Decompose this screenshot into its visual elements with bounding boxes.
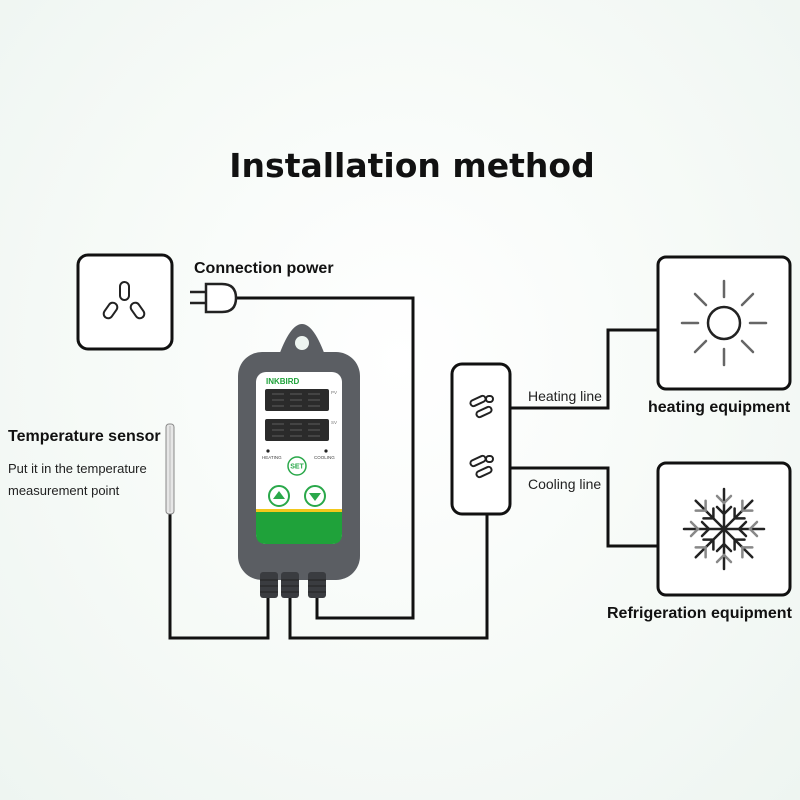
cooling-socket-icon xyxy=(469,454,494,479)
green-accent xyxy=(256,512,342,544)
power-cord-line xyxy=(236,296,415,620)
display-upper-unit: PV xyxy=(331,390,337,395)
temperature-controller: INKBIRD PV SV HEATING COOLING SET xyxy=(238,324,360,598)
heating-indicator-led xyxy=(266,449,270,453)
up-arrow-icon xyxy=(273,491,285,499)
up-button[interactable] xyxy=(268,485,290,507)
temperature-probe xyxy=(165,423,175,515)
connection-power-label: Connection power xyxy=(194,260,334,277)
wiring xyxy=(168,296,658,640)
brand-label: INKBIRD xyxy=(266,377,300,386)
output-line xyxy=(288,512,489,640)
yellow-accent xyxy=(256,509,342,512)
heating-socket-icon xyxy=(469,394,494,419)
down-arrow-icon xyxy=(309,493,321,501)
heating-indicator-label: HEATING xyxy=(262,455,282,460)
refrigeration-equipment-box xyxy=(656,461,792,597)
cooling-line xyxy=(510,466,658,548)
snowflake-icon xyxy=(682,487,766,571)
temperature-sensor-label: Temperature sensor xyxy=(8,428,161,445)
sensor-line xyxy=(168,428,270,640)
page-title: Installation method xyxy=(229,146,594,185)
heating-equipment-label: heating equipment xyxy=(648,399,791,416)
wall-outlet-icon xyxy=(102,281,146,320)
heating-equipment-box xyxy=(656,255,792,391)
cooling-line-label: Cooling line xyxy=(528,476,601,492)
display-lower-unit: SV xyxy=(331,420,337,425)
cooling-indicator-led xyxy=(324,449,328,453)
output-socket-box xyxy=(450,362,512,516)
sensor-hint-line2: measurement point xyxy=(8,483,120,498)
set-button[interactable] xyxy=(287,456,307,476)
sun-icon xyxy=(680,279,768,367)
power-plug-icon xyxy=(190,282,238,314)
heating-line-label: Heating line xyxy=(528,388,602,404)
down-button[interactable] xyxy=(304,485,326,507)
cable-glands xyxy=(260,572,326,598)
display-upper xyxy=(265,389,329,411)
refrigeration-equipment-label: Refrigeration equipment xyxy=(607,605,793,622)
sensor-hint-line1: Put it in the temperature xyxy=(8,461,147,476)
wall-outlet xyxy=(76,253,174,351)
display-lower xyxy=(265,419,329,441)
set-button-label: SET xyxy=(290,464,304,471)
cooling-indicator-label: COOLING xyxy=(314,455,335,460)
heating-line xyxy=(510,328,658,410)
